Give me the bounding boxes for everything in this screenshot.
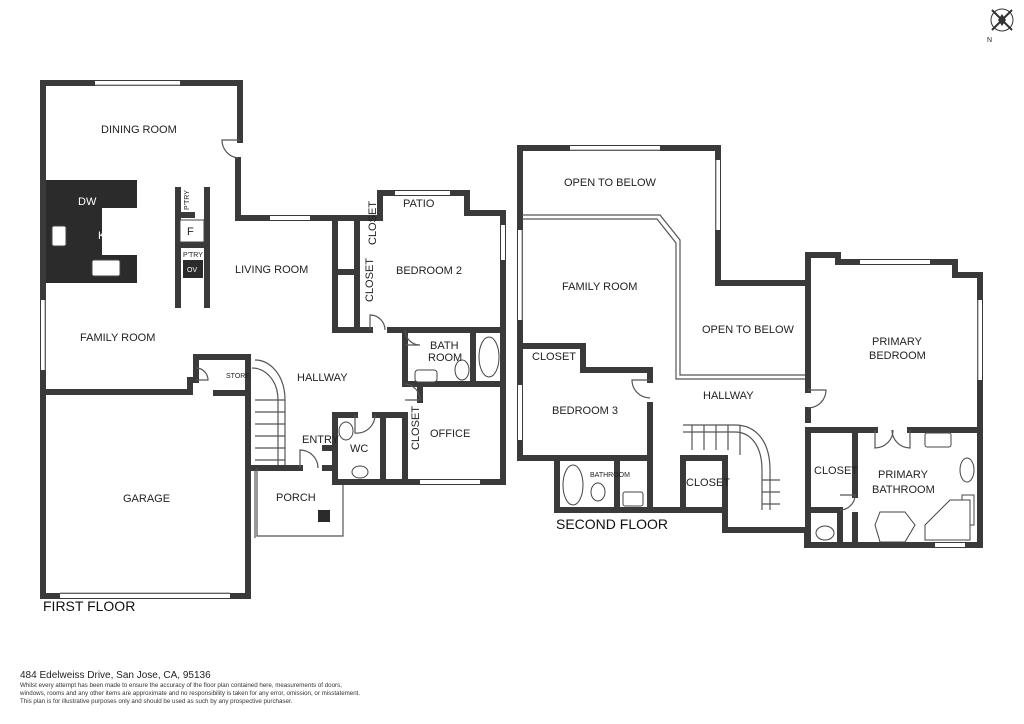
label-hallway-first: HALLWAY <box>297 372 348 384</box>
label-primary-bathroom-2: BATHROOM <box>872 484 935 496</box>
label-dw: DW <box>78 196 97 208</box>
label-open-to-below-1: OPEN TO BELOW <box>564 177 657 189</box>
label-kitchen: KITCHEN <box>98 230 146 242</box>
label-office: OFFICE <box>430 428 470 440</box>
label-closet-d: CLOSET <box>532 351 576 363</box>
label-store: STORE <box>226 373 250 380</box>
label-second-floor: SECOND FLOOR <box>556 516 668 532</box>
label-primary-bedroom-2: BEDROOM <box>869 350 926 362</box>
compass-icon: N <box>987 8 1014 44</box>
label-bedroom-3: BEDROOM 3 <box>552 405 618 417</box>
compass-north-label: N <box>987 37 992 44</box>
label-garage: GARAGE <box>123 493 170 505</box>
first-floor-plan <box>40 80 506 599</box>
label-primary-bedroom-1: PRIMARY <box>872 336 923 348</box>
disclaimer-line-2: windows, rooms and any other items are a… <box>20 690 361 697</box>
second-floor-stairs <box>683 424 780 510</box>
label-closet-c: CLOSET <box>410 406 422 450</box>
label-fridge: F <box>187 226 194 238</box>
label-porch: PORCH <box>276 492 316 504</box>
label-dining-room: DINING ROOM <box>101 124 177 136</box>
address: 484 Edelweiss Drive, San Jose, CA, 95136 <box>20 670 211 681</box>
label-closet-f: CLOSET <box>814 465 858 477</box>
label-bedroom-2: BEDROOM 2 <box>396 265 462 277</box>
disclaimer-line-1: Whilst every attempt has been made to en… <box>20 682 342 689</box>
label-open-to-below-2: OPEN TO BELOW <box>702 324 795 336</box>
label-hallway-second: HALLWAY <box>703 390 754 402</box>
label-closet-e: CLOSET <box>686 477 730 489</box>
footer: 484 Edelweiss Drive, San Jose, CA, 95136… <box>20 670 580 706</box>
label-entry: ENTRY <box>302 434 340 446</box>
label-living-room: LIVING ROOM <box>235 264 308 276</box>
label-primary-bathroom-1: PRIMARY <box>878 469 929 481</box>
label-closet-b: CLOSET <box>364 258 376 302</box>
label-family-room-first: FAMILY ROOM <box>80 332 155 344</box>
label-family-room-second: FAMILY ROOM <box>562 281 637 293</box>
label-bathroom: BATHROOM <box>590 472 630 479</box>
first-floor-stairs <box>251 359 286 465</box>
second-floor-plan <box>517 145 983 548</box>
label-pantry-bottom: P'TRY <box>183 252 203 259</box>
label-bath-room-2: ROOM <box>428 352 462 364</box>
label-wc: WC <box>350 443 368 455</box>
label-bath-room-1: BATH <box>430 340 459 352</box>
label-first-floor: FIRST FLOOR <box>43 598 135 614</box>
label-pantry-top: P'TRY <box>184 190 191 210</box>
label-oven: OV <box>187 267 197 274</box>
label-patio: PATIO <box>403 198 435 210</box>
disclaimer-line-3: This plan is for illustrative purposes o… <box>20 698 293 705</box>
label-closet-a: CLOSET <box>367 201 379 245</box>
